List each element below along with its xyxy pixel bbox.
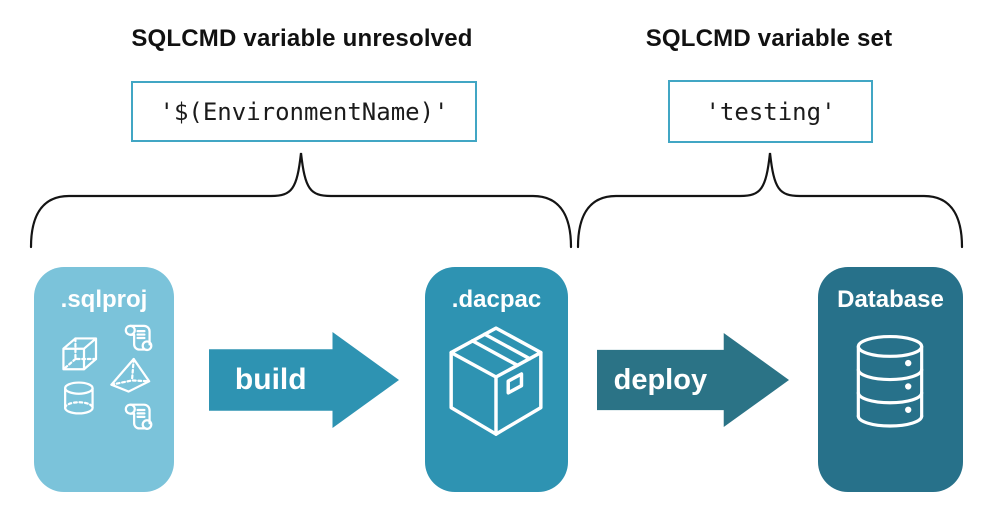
- cube-icon: [62, 337, 98, 371]
- database-cylinder-icon: [852, 333, 928, 430]
- deploy-arrow: deploy: [597, 333, 789, 427]
- curly-brace-left: [29, 152, 573, 249]
- dacpac-label: .dacpac: [451, 286, 542, 313]
- package-box-icon: [443, 322, 549, 440]
- cylinder-icon: [64, 381, 94, 415]
- brace-group: [29, 152, 964, 249]
- heading-unresolved: SQLCMD variable unresolved: [131, 25, 473, 52]
- sql-project-objects-icon: [60, 323, 156, 433]
- build-arrow-label: build: [234, 363, 307, 396]
- curly-brace-right: [576, 152, 964, 249]
- code-chip-unresolved: '$(EnvironmentName)': [131, 81, 477, 142]
- pyramid-icon: [110, 357, 151, 393]
- script-scroll-icon: [124, 403, 153, 430]
- sqlproj-label: .sqlproj: [60, 286, 148, 313]
- sqlproj-card: .sqlproj: [34, 267, 174, 492]
- code-chip-set: 'testing': [668, 80, 873, 143]
- heading-set: SQLCMD variable set: [645, 25, 893, 52]
- deploy-arrow-label: deploy: [613, 363, 708, 396]
- build-arrow: build: [209, 332, 399, 428]
- database-label: Database: [837, 286, 944, 313]
- dacpac-card: .dacpac: [425, 267, 568, 492]
- database-card: Database: [818, 267, 963, 492]
- script-scroll-icon: [124, 324, 153, 352]
